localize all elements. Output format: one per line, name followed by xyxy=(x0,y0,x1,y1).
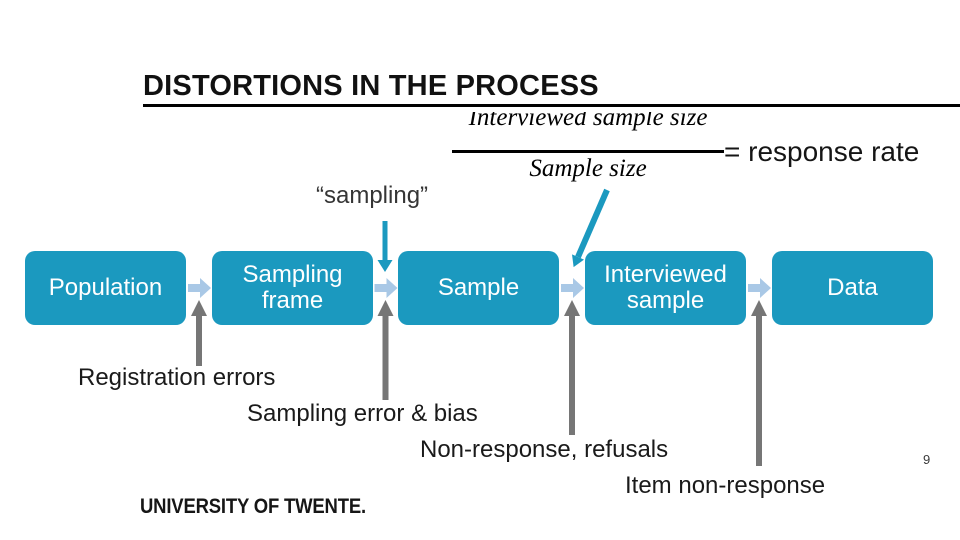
flow-box-label: Sample xyxy=(437,274,520,301)
flow-box-sample: Sample xyxy=(398,251,559,325)
distortion-arrow-registration xyxy=(191,300,207,366)
flow-connector-arrow-1 xyxy=(188,278,211,298)
flow-box-label: Population xyxy=(48,274,163,301)
distortion-label-sampling-error-bias: Sampling error & bias xyxy=(247,400,478,427)
formula-denominator: Sample size xyxy=(529,155,647,182)
distortion-arrow-sampling-error xyxy=(377,300,394,400)
flow-box-population: Population xyxy=(25,251,186,325)
flow-box-interviewed-sample: Interviewed sample xyxy=(585,251,746,325)
title-underline xyxy=(143,104,960,107)
university-logo: UNIVERSITY OF TWENTE. xyxy=(140,495,366,518)
distortion-arrow-item-nonresponse xyxy=(751,300,767,466)
flow-box-label: Interviewed sample xyxy=(604,261,727,314)
flow-connector-arrow-4 xyxy=(748,278,771,298)
flow-box-data: Data xyxy=(772,251,933,325)
distortion-arrow-nonresponse xyxy=(564,300,580,435)
flow-connector-arrow-2 xyxy=(374,278,398,298)
page-title: DISTORTIONS IN THE PROCESS xyxy=(143,70,599,102)
flow-connector-arrow-3 xyxy=(561,278,584,298)
sampling-label: “sampling” xyxy=(316,182,429,209)
formula-numerator-clip: Interviewed sample size xyxy=(452,112,724,145)
flow-box-sampling-frame: Sampling frame xyxy=(212,251,373,325)
sampling-pointer-arrow xyxy=(377,221,393,272)
page-number: 9 xyxy=(923,452,931,467)
distortion-label-nonresponse-refusals: Non-response, refusals xyxy=(420,436,669,463)
flow-box-label: Data xyxy=(827,274,878,301)
formula-result: = response rate xyxy=(724,136,920,167)
distortion-label-item-nonresponse: Item non-response xyxy=(625,472,826,499)
formula-numerator: Interviewed sample size xyxy=(468,112,708,131)
flow-box-label: Sampling frame xyxy=(242,261,343,314)
distortion-label-registration-errors: Registration errors xyxy=(78,364,276,391)
fraction-bar xyxy=(452,150,724,153)
